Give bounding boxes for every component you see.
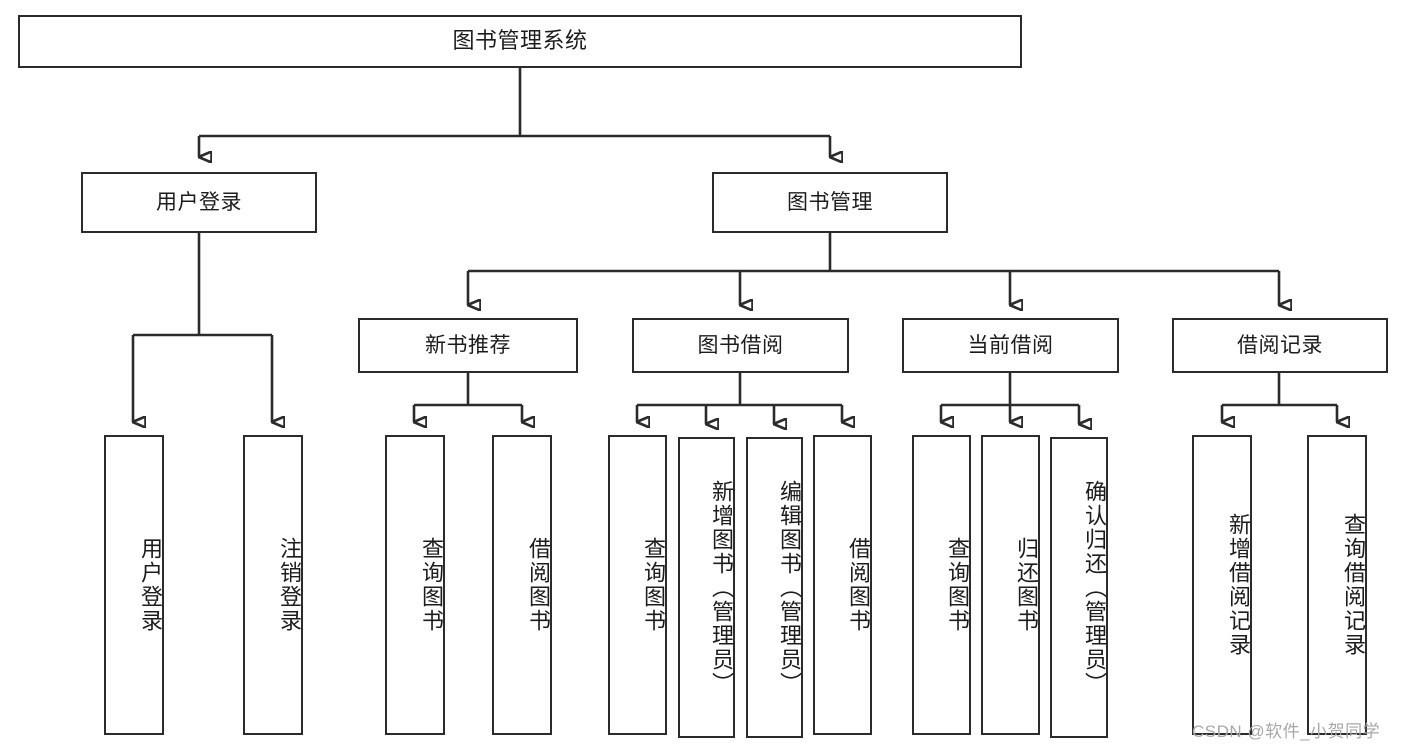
node-book-management[interactable]: 图书管理 xyxy=(712,172,948,233)
node-leaf-query-books-borrow[interactable]: 查询图书 xyxy=(608,435,667,735)
node-leaf-add-book-admin[interactable]: 新增图书（管理员） xyxy=(678,437,735,738)
node-leaf-confirm-return-admin-label: 确认归还（管理员） xyxy=(1082,479,1107,696)
node-leaf-query-books-recommend-label: 查询图书 xyxy=(419,537,444,633)
node-leaf-edit-book-admin[interactable]: 编辑图书（管理员） xyxy=(746,437,803,738)
node-leaf-user-login-label: 用户登录 xyxy=(138,537,163,633)
node-leaf-query-books-recommend[interactable]: 查询图书 xyxy=(385,435,445,735)
node-user-login[interactable]: 用户登录 xyxy=(81,172,317,233)
node-root-label: 图书管理系统 xyxy=(452,28,588,54)
node-book-management-label: 图书管理 xyxy=(787,190,873,214)
node-leaf-add-borrow-record[interactable]: 新增借阅记录 xyxy=(1192,435,1252,735)
node-leaf-query-books-current-label: 查询图书 xyxy=(945,537,970,633)
node-current-borrow[interactable]: 当前借阅 xyxy=(902,318,1119,373)
node-user-login-label: 用户登录 xyxy=(156,190,242,214)
node-leaf-query-books-current[interactable]: 查询图书 xyxy=(912,435,971,735)
node-leaf-borrow-books-recommend[interactable]: 借阅图书 xyxy=(492,435,552,735)
node-leaf-edit-book-admin-label: 编辑图书（管理员） xyxy=(777,479,802,696)
node-leaf-add-borrow-record-label: 新增借阅记录 xyxy=(1226,513,1251,657)
node-current-borrow-label: 当前借阅 xyxy=(967,333,1054,357)
node-leaf-return-books[interactable]: 归还图书 xyxy=(981,435,1040,735)
node-leaf-query-borrow-record[interactable]: 查询借阅记录 xyxy=(1307,435,1367,735)
node-leaf-query-books-borrow-label: 查询图书 xyxy=(641,537,666,633)
node-leaf-add-book-admin-label: 新增图书（管理员） xyxy=(709,479,734,696)
node-book-borrow[interactable]: 图书借阅 xyxy=(632,318,849,373)
node-borrow-record[interactable]: 借阅记录 xyxy=(1172,318,1388,373)
node-borrow-record-label: 借阅记录 xyxy=(1237,333,1323,357)
node-leaf-borrow-books-borrow[interactable]: 借阅图书 xyxy=(813,435,872,735)
node-leaf-query-borrow-record-label: 查询借阅记录 xyxy=(1341,513,1366,657)
node-book-borrow-label: 图书借阅 xyxy=(697,333,784,357)
node-new-book-recommend[interactable]: 新书推荐 xyxy=(358,318,578,373)
node-leaf-logout[interactable]: 注销登录 xyxy=(243,435,303,735)
node-leaf-borrow-books-borrow-label: 借阅图书 xyxy=(846,537,871,633)
node-root[interactable]: 图书管理系统 xyxy=(18,15,1022,68)
node-leaf-return-books-label: 归还图书 xyxy=(1014,537,1039,633)
node-leaf-logout-label: 注销登录 xyxy=(277,537,302,633)
csdn-watermark: CSDN @软件_小贺同学 xyxy=(1192,722,1381,741)
node-new-book-recommend-label: 新书推荐 xyxy=(425,333,511,357)
node-leaf-borrow-books-recommend-label: 借阅图书 xyxy=(526,537,551,633)
node-leaf-confirm-return-admin[interactable]: 确认归还（管理员） xyxy=(1050,437,1108,738)
node-leaf-user-login[interactable]: 用户登录 xyxy=(104,435,164,735)
